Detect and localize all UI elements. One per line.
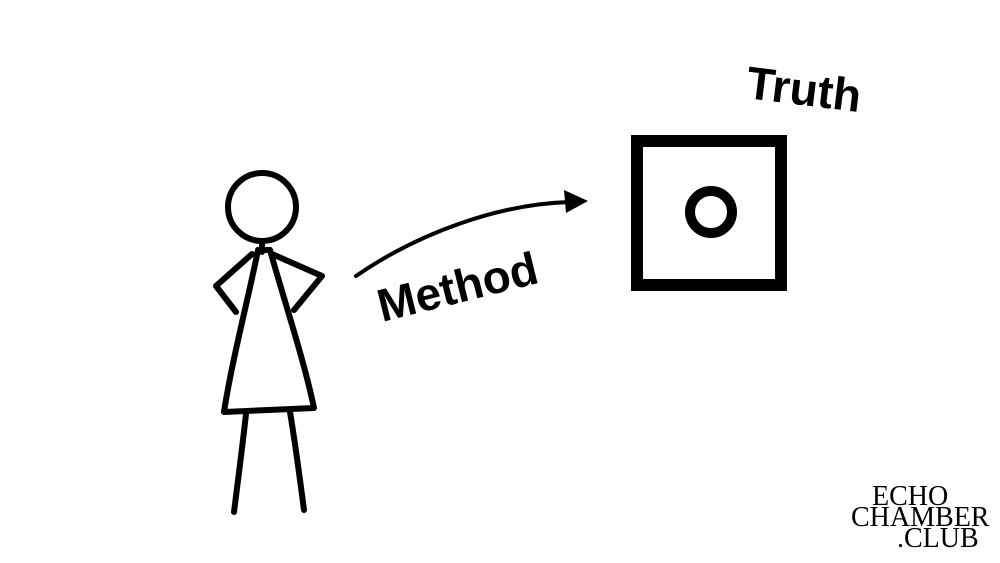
- person-right-leg: [287, 409, 307, 513]
- target-dot: [685, 186, 737, 238]
- stick-figure-person-icon: [213, 170, 325, 515]
- person-right-arm: [269, 251, 325, 313]
- person-left-arm: [213, 251, 255, 315]
- person-dress: [221, 247, 317, 415]
- method-label: Method: [372, 242, 543, 332]
- brand-line-club: .CLUB: [897, 523, 979, 554]
- arrow-curve: [354, 200, 572, 278]
- brand-line-echo: ECHO: [872, 481, 948, 512]
- truth-label: Truth: [744, 56, 864, 122]
- echo-chamber-club-logo: ECHO CHAMBER .CLUB: [851, 481, 990, 554]
- person-left-leg: [231, 411, 249, 515]
- method-arrow: [354, 190, 588, 278]
- person-head: [225, 170, 299, 244]
- target-square: [631, 135, 787, 291]
- brand-line-chamber: CHAMBER: [851, 502, 990, 533]
- square-target-icon: [631, 135, 787, 291]
- arrow-head-icon: [564, 190, 588, 213]
